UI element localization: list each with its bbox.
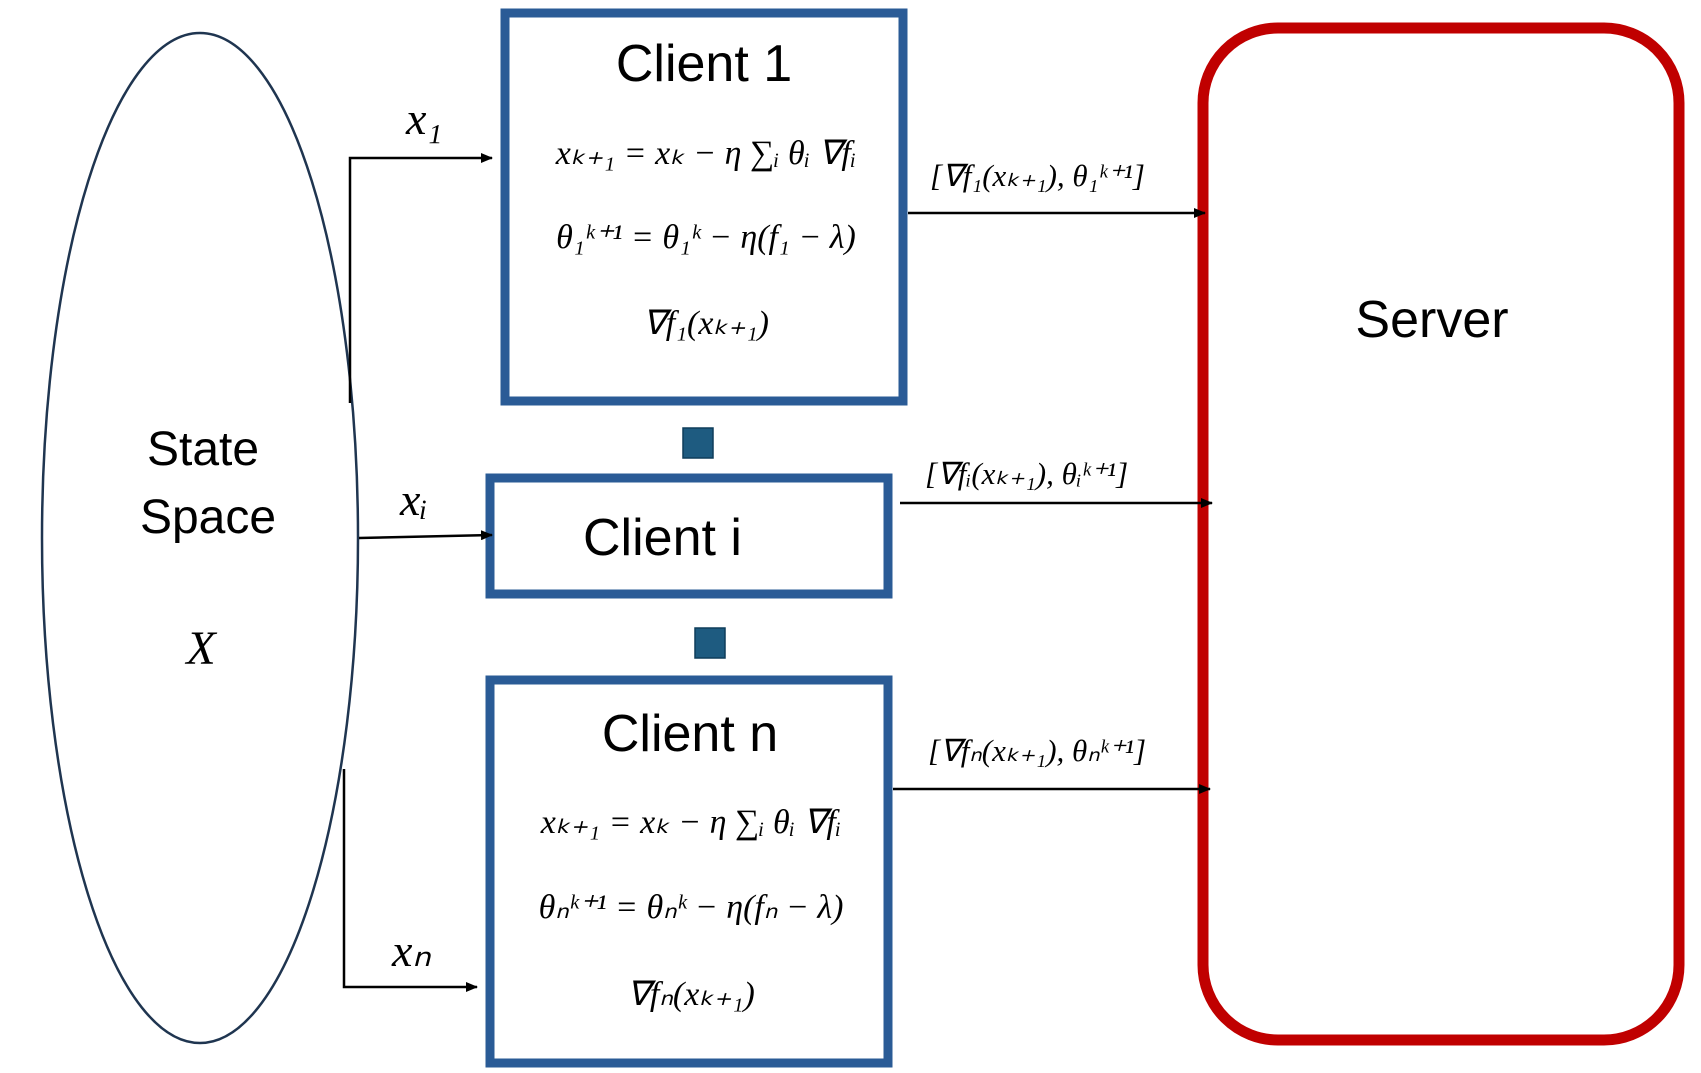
input-label-xn: xₙ [392,925,431,976]
message-client-n: [∇fₙ(xₖ₊₁), θₙᵏ⁺¹] [928,733,1147,768]
client-1-gradient: ∇f₁(xₖ₊₁) [643,305,769,342]
client-n-gradient: ∇fₙ(xₖ₊₁) [627,976,755,1013]
client-n-update-x: xₖ₊₁ = xₖ − η ∑ᵢ θᵢ ∇fᵢ [540,804,842,841]
input-label-xi: xᵢ [400,474,428,525]
message-client-1: [∇f₁(xₖ₊₁), θ₁ᵏ⁺¹] [930,158,1145,193]
state-space-ellipse [40,31,360,1045]
client-1-title: Client 1 [615,35,793,93]
client-1-box [500,8,908,406]
server-label: Server [1355,291,1509,349]
ellipsis-square-lower [694,627,726,659]
server-box [1197,22,1685,1046]
arrow-xn [342,769,478,992]
client-1-update-theta: θ₁ᵏ⁺¹ = θ₁ᵏ − η(f₁ − λ) [556,219,856,256]
state-space-label-line1: State [146,423,260,476]
arrow-x1 [348,153,493,403]
arrow-xi [358,530,493,541]
ellipsis-square-upper [682,427,714,459]
client-1-update-x: xₖ₊₁ = xₖ − η ∑ᵢ θᵢ ∇fᵢ [555,135,857,172]
client-n-title: Client n [601,705,779,763]
state-space-label-line2: Space [139,491,277,544]
client-n-update-theta: θₙᵏ⁺¹ = θₙᵏ − η(fₙ − λ) [538,889,844,926]
input-label-x1: x₁ [406,93,443,144]
state-space-symbol: X [186,622,216,675]
client-i-title: Client i [583,509,742,567]
message-client-i: [∇fᵢ(xₖ₊₁), θᵢᵏ⁺¹] [925,456,1129,491]
client-n-box [485,675,893,1068]
